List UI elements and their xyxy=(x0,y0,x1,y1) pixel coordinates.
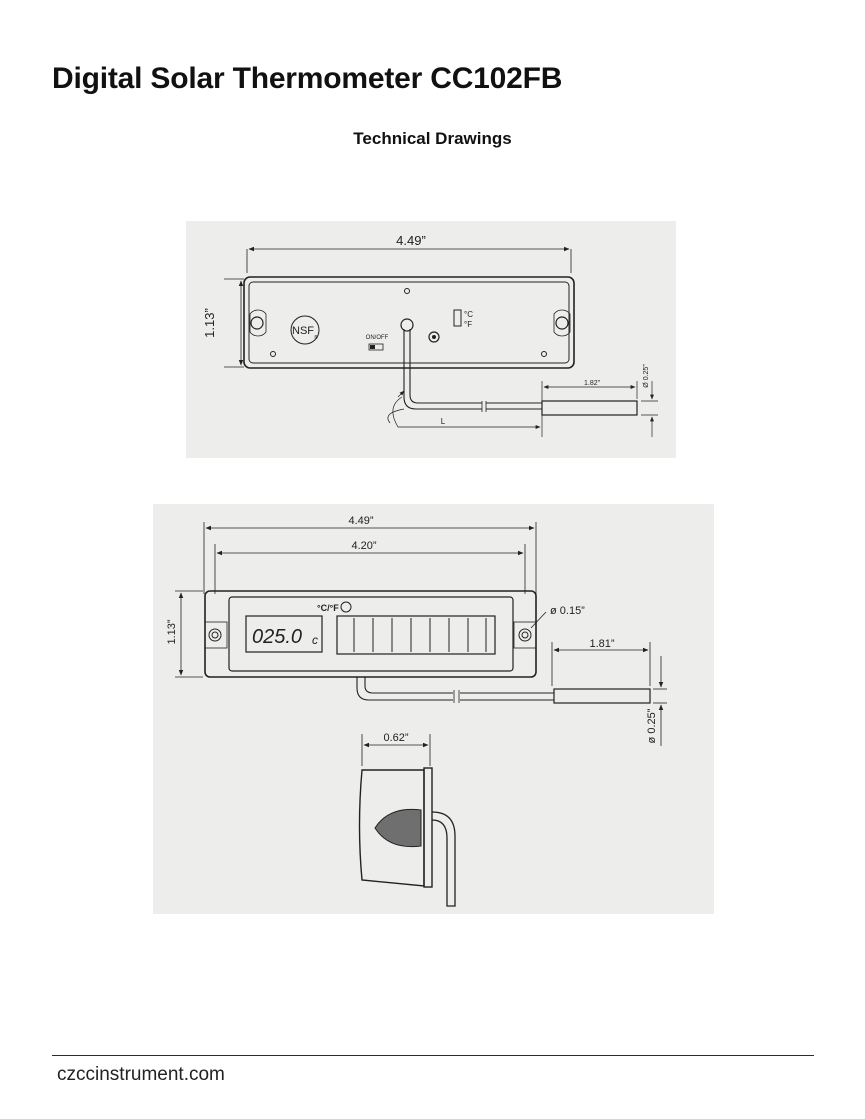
front-hole-left-inner xyxy=(211,631,219,639)
nsf-mark: ® xyxy=(314,334,318,341)
side-view-indicator xyxy=(374,808,422,848)
front-probe xyxy=(553,688,651,704)
nsf-logo xyxy=(290,315,320,345)
front-bezel xyxy=(228,596,514,672)
housing-outline xyxy=(243,276,575,369)
unit-c-label: °C xyxy=(464,310,473,319)
front-probe-length-label: 1.81” xyxy=(589,638,614,650)
solar-panel-frame xyxy=(336,615,496,655)
front-cable-b xyxy=(364,677,453,694)
reset-button-dot xyxy=(432,335,436,339)
rear-view-svg: 4.49” 1.13” NSF ® ON/OFF °C °F xyxy=(202,233,658,437)
mount-boss-left xyxy=(249,309,267,337)
depth-dim-label: 0.62” xyxy=(383,732,408,744)
front-hole-right xyxy=(518,628,532,642)
height-label: 1.13” xyxy=(166,619,178,644)
cable-gland xyxy=(400,318,414,332)
footer-website: czccinstrument.com xyxy=(57,1064,225,1085)
housing-inner xyxy=(248,281,570,364)
front-view-svg: 4.49” 4.20” 1.13” ø 0.15” °C/°F 025.0 c xyxy=(166,515,667,907)
probe-length-label: 1.82” xyxy=(584,380,601,387)
hole-dia-label: ø 0.15” xyxy=(550,605,585,617)
mount-hole-right xyxy=(555,316,569,330)
mount-boss-right xyxy=(553,309,571,337)
footer-divider xyxy=(52,1055,814,1056)
lcd-unit: c xyxy=(312,633,318,647)
onoff-knob xyxy=(370,345,375,349)
front-hole-right-inner xyxy=(521,631,529,639)
inner-width-label: 4.20” xyxy=(351,540,376,552)
screw-bottom-left xyxy=(270,351,276,357)
cable-line-a xyxy=(403,329,482,410)
solar-panel xyxy=(336,615,496,655)
outer-width-label: 4.49” xyxy=(348,515,373,527)
length-curve xyxy=(387,408,405,424)
rear-view-drawing: 4.49” 1.13” NSF ® ON/OFF °C °F xyxy=(186,221,676,458)
front-view-drawing: 4.49” 4.20” 1.13” ø 0.15” °C/°F 025.0 c xyxy=(153,504,714,914)
front-probe-dia-label: ø 0.25” xyxy=(646,708,658,743)
probe xyxy=(541,400,638,416)
side-view-face xyxy=(423,767,433,888)
unit-switch xyxy=(453,309,462,327)
cable-length-line xyxy=(392,396,541,429)
mount-hole-left xyxy=(250,316,264,330)
page-subtitle: Technical Drawings xyxy=(353,129,512,148)
side-view-body xyxy=(358,769,425,887)
lcd-display xyxy=(245,615,323,653)
onoff-label: ON/OFF xyxy=(366,335,389,341)
side-view-cable xyxy=(431,811,456,907)
reset-button xyxy=(428,331,440,343)
screw-bottom-right xyxy=(541,351,547,357)
probe-dia-label: Ø 0.25” xyxy=(643,364,650,388)
onoff-switch xyxy=(368,343,384,351)
width-dim-label: 4.49” xyxy=(396,233,426,248)
front-cable-a xyxy=(356,677,453,701)
mount-tab-left xyxy=(204,621,228,649)
page-title: Digital Solar Thermometer CC102FB xyxy=(52,62,563,95)
cable-length-label: L xyxy=(441,417,446,426)
nsf-label: NSF xyxy=(292,325,314,337)
hole-leader xyxy=(530,611,547,629)
mount-tab-right xyxy=(513,621,537,649)
lcd-reading: 025.0 xyxy=(252,626,302,648)
height-dim-label: 1.13” xyxy=(202,308,217,338)
screw-top xyxy=(404,288,410,294)
cable-line-b xyxy=(409,329,482,404)
unit-switch-button xyxy=(340,601,352,613)
unit-f-label: °F xyxy=(464,320,472,329)
front-hole-left xyxy=(208,628,222,642)
length-arrow-start xyxy=(397,390,405,398)
unit-switch-label: °C/°F xyxy=(317,603,339,613)
